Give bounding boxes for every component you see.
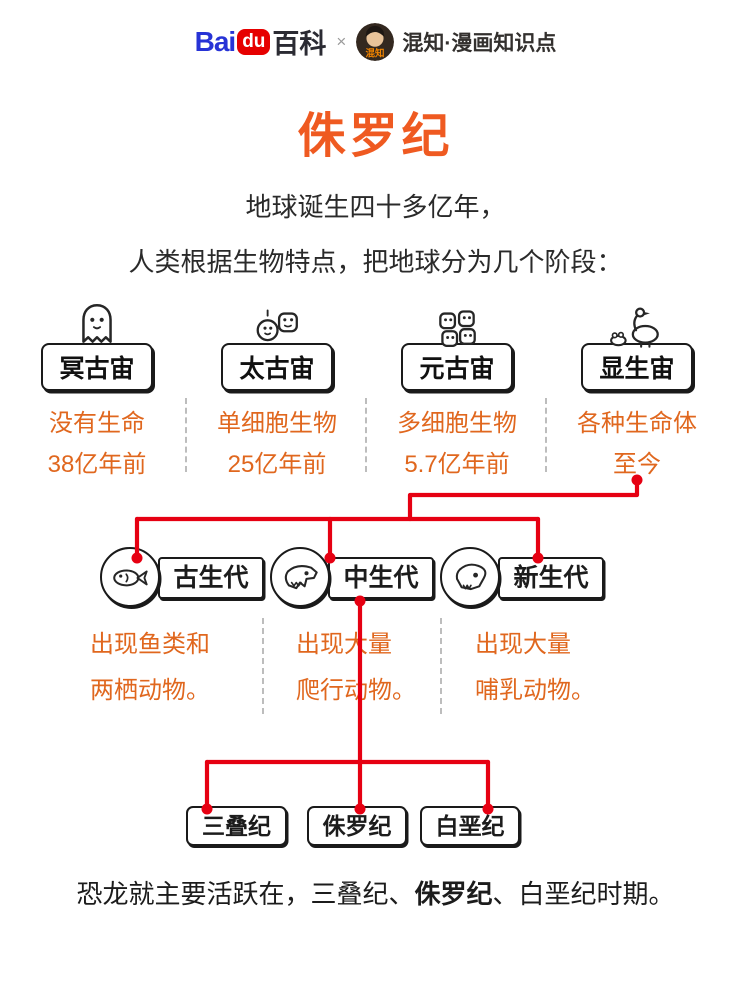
eon-desc-line2: 25亿年前 — [227, 451, 327, 478]
eon-desc-line1: 没有生命 — [48, 410, 145, 437]
eon-name: 显生宙 — [599, 355, 675, 383]
footer-sentence: 恐龙就主要活跃在，三叠纪、侏罗纪、白垩纪时期。 — [0, 874, 751, 911]
baidu-baike-logo: Bai du 百科 — [195, 22, 327, 61]
divider-dashed — [185, 398, 187, 472]
baidu-logo-du: du — [237, 28, 271, 55]
era-name: 古生代 — [173, 564, 249, 592]
multiply-sign: × — [336, 31, 347, 51]
footer-highlight: 侏罗纪 — [414, 879, 493, 909]
page-title: 侏罗纪 — [297, 110, 454, 163]
footer-suffix: 、白垩纪时期。 — [492, 879, 675, 909]
intro-line-2: 人类根据生物特点，把地球分为几个阶段： — [128, 247, 623, 277]
eon-desc-line2: 至今 — [613, 451, 661, 478]
intro-line-1: 地球诞生四十多亿年， — [245, 192, 506, 222]
brand-title: 混知·漫画知识点 — [402, 31, 557, 55]
eon-desc-line1: 各种生命体 — [577, 410, 697, 437]
period-box-triassic: 三叠纪 — [186, 806, 287, 846]
baidu-logo-baike: 百科 — [272, 29, 327, 59]
eon-desc: 没有生命 38亿年前 — [48, 403, 147, 485]
hunzhi-avatar: 混知 — [356, 22, 395, 61]
eon-name: 太古宙 — [239, 355, 315, 383]
dinosaur-skull-icon — [270, 547, 330, 607]
eon-column-hadean: 冥古宙 没有生命 38亿年前 — [12, 296, 182, 485]
eon-box: 元古宙 — [401, 343, 513, 391]
eon-desc: 单细胞生物 25亿年前 — [217, 403, 337, 485]
divider-dashed — [545, 398, 547, 472]
single-cell-icon — [252, 296, 302, 350]
period-name: 三叠纪 — [202, 813, 271, 839]
period-box-jurassic: 侏罗纪 — [307, 806, 407, 846]
era-name: 新生代 — [513, 564, 589, 592]
animals-icon — [608, 296, 666, 350]
intro-text: 地球诞生四十多亿年， 人类根据生物特点，把地球分为几个阶段： — [0, 180, 751, 290]
era-label: 中生代 — [328, 557, 434, 599]
svg-text:混知: 混知 — [366, 47, 385, 59]
eon-desc-line1: 单细胞生物 — [217, 410, 337, 437]
divider-dashed — [440, 618, 442, 714]
baidu-logo-bai: Bai — [194, 25, 237, 57]
mammal-skull-icon — [440, 547, 500, 607]
eon-box: 显生宙 — [581, 343, 693, 391]
eon-desc: 各种生命体 至今 — [577, 403, 697, 485]
era-label: 古生代 — [158, 557, 264, 599]
eon-desc-line2: 38亿年前 — [47, 451, 147, 478]
era-desc: 出现鱼类和 两栖动物。 — [90, 622, 210, 714]
eon-desc-line2: 5.7亿年前 — [404, 451, 510, 478]
eon-column-proterozoic: 元古宙 多细胞生物 5.7亿年前 — [372, 296, 542, 485]
eon-box: 太古宙 — [221, 343, 333, 391]
divider-dashed — [262, 618, 264, 714]
era-desc-line2: 爬行动物。 — [296, 677, 416, 704]
period-name: 侏罗纪 — [322, 813, 392, 839]
era-desc-line2: 哺乳动物。 — [475, 677, 595, 704]
multi-cell-icon — [432, 296, 482, 350]
fish-icon — [100, 547, 160, 607]
era-desc-line1: 出现鱼类和 — [90, 631, 210, 658]
eon-desc-line1: 多细胞生物 — [397, 410, 517, 437]
eon-name: 元古宙 — [419, 355, 495, 383]
era-desc-line1: 出现大量 — [475, 631, 571, 658]
era-desc: 出现大量 哺乳动物。 — [475, 622, 595, 714]
eon-column-archean: 太古宙 单细胞生物 25亿年前 — [192, 296, 362, 485]
era-name: 中生代 — [343, 564, 419, 592]
era-desc-line2: 两栖动物。 — [90, 677, 210, 704]
footer-prefix: 恐龙就主要活跃在，三叠纪、 — [76, 879, 415, 909]
divider-dashed — [365, 398, 367, 472]
eon-name: 冥古宙 — [59, 355, 135, 383]
era-label: 新生代 — [498, 557, 604, 599]
ghost-icon — [72, 296, 122, 350]
era-desc-line1: 出现大量 — [296, 631, 392, 658]
period-box-cretaceous: 白垩纪 — [420, 806, 520, 846]
period-name: 白垩纪 — [435, 813, 505, 839]
eon-column-phanerozoic: 显生宙 各种生命体 至今 — [552, 296, 722, 485]
eon-desc: 多细胞生物 5.7亿年前 — [397, 403, 517, 485]
era-desc: 出现大量 爬行动物。 — [296, 622, 416, 714]
eon-box: 冥古宙 — [41, 343, 153, 391]
header: Bai du 百科 × 混知 混知·漫画知识点 — [0, 22, 751, 61]
